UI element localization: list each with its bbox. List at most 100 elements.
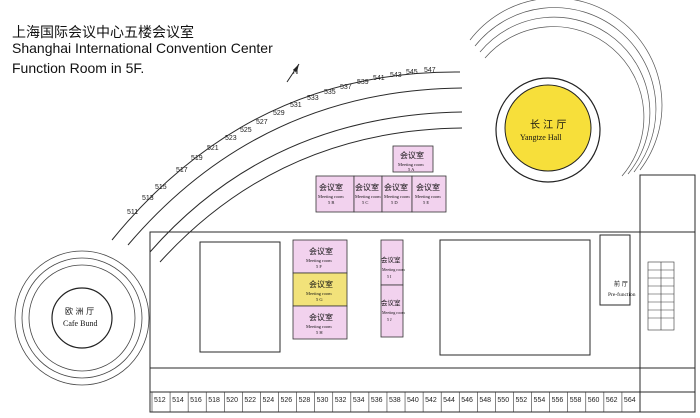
meeting-room-5g[interactable] — [292, 272, 348, 307]
room-527: 527 — [256, 119, 268, 126]
room-535: 535 — [324, 89, 336, 96]
cafe-bund-en: Cafe Bund — [63, 319, 97, 328]
title-chinese: 上海国际会议中心五楼会议室 — [12, 25, 194, 41]
room-556: 556 — [552, 397, 564, 404]
room-526: 526 — [281, 397, 293, 404]
meeting-room-5e-code: 5 E — [423, 200, 429, 205]
curve-room-labels: 511 513 515 517 519 521 523 525 527 529 … — [127, 67, 436, 216]
meeting-room-5f-zh: 会议室 — [309, 246, 333, 256]
room-528: 528 — [299, 397, 311, 404]
meeting-room-5b-en: Meeting room — [318, 194, 344, 199]
meeting-room-5g-en: Meeting room — [306, 291, 332, 296]
room-525: 525 — [240, 127, 252, 134]
cafe-bund-zh: 欧 洲 厅 — [65, 306, 94, 316]
meeting-room-5g-code: 5 G — [316, 297, 323, 302]
room-522: 522 — [244, 397, 256, 404]
room-532: 532 — [335, 397, 347, 404]
room-546: 546 — [461, 397, 473, 404]
meeting-room-5a-code: 5 A — [408, 167, 415, 172]
meeting-room-5b-zh: 会议室 — [319, 182, 343, 192]
meeting-room-5e[interactable] — [411, 175, 447, 213]
meeting-room-5f[interactable] — [292, 239, 348, 274]
meeting-room-5i-en: Meeting room — [382, 267, 406, 272]
room-511: 511 — [127, 209, 138, 216]
room-514: 514 — [172, 397, 184, 404]
meeting-room-5j-zh: 会议室 — [381, 298, 401, 307]
room-552: 552 — [515, 397, 527, 404]
room-543: 543 — [390, 72, 402, 79]
meeting-room-5i-zh: 会议室 — [381, 255, 401, 264]
room-542: 542 — [425, 397, 437, 404]
room-529: 529 — [273, 110, 285, 117]
curved-wing — [111, 71, 463, 263]
title-english: Shanghai International Convention Center — [12, 40, 273, 56]
meeting-room-5c-code: 5 C — [362, 200, 368, 205]
prefunction-zh: 前 厅 — [614, 280, 628, 288]
meeting-room-5j[interactable] — [380, 284, 404, 338]
room-533: 533 — [307, 95, 319, 102]
room-512: 512 — [154, 397, 166, 404]
room-539: 539 — [357, 79, 369, 86]
meeting-room-5a-en: Meeting room — [398, 162, 424, 167]
room-537: 537 — [340, 84, 352, 91]
meeting-room-5h-en: Meeting room — [306, 324, 332, 329]
room-536: 536 — [371, 397, 383, 404]
meeting-room-5j-en: Meeting room — [382, 310, 406, 315]
meeting-room-5a-zh: 会议室 — [400, 150, 424, 160]
subtitle-floor: Function Room in 5F. — [12, 60, 145, 76]
room-547: 547 — [424, 67, 436, 74]
meeting-room-5c[interactable] — [353, 175, 383, 213]
room-554: 554 — [534, 397, 546, 404]
meeting-room-5c-en: Meeting room — [355, 194, 381, 199]
room-515: 515 — [155, 184, 167, 191]
meeting-room-5b[interactable] — [315, 175, 355, 213]
prefunction-area: 前 厅 Pre-function — [608, 280, 636, 298]
room-548: 548 — [479, 397, 491, 404]
yangtze-hall-zh: 长 江 厅 — [530, 119, 566, 131]
meeting-room-5c-zh: 会议室 — [355, 182, 379, 192]
room-540: 540 — [407, 397, 419, 404]
escalator-icon — [647, 261, 675, 331]
room-517: 517 — [176, 167, 188, 174]
room-531: 531 — [290, 102, 302, 109]
meeting-rooms: 会议室 Meeting room 5 A 会议室 Meeting room 5 … — [292, 145, 447, 340]
room-562: 562 — [606, 397, 618, 404]
meeting-room-5a[interactable] — [392, 145, 434, 173]
yangtze-hall-area: 长 江 厅 Yangtze Hall — [469, 0, 663, 183]
meeting-room-5e-zh: 会议室 — [416, 182, 440, 192]
room-560: 560 — [588, 397, 600, 404]
meeting-room-5f-code: 5 F — [316, 264, 322, 269]
meeting-room-5g-zh: 会议室 — [309, 279, 333, 289]
room-538: 538 — [389, 397, 401, 404]
room-513: 513 — [142, 195, 154, 202]
meeting-room-5h[interactable] — [292, 305, 348, 340]
meeting-room-5d[interactable] — [381, 175, 413, 213]
meeting-room-5d-en: Meeting room — [384, 194, 410, 199]
meeting-room-5h-code: 5 H — [316, 330, 323, 335]
meeting-room-5f-en: Meeting room — [306, 258, 332, 263]
compass-label: N — [293, 69, 298, 76]
meeting-room-5h-zh: 会议室 — [309, 312, 333, 322]
room-534: 534 — [353, 397, 365, 404]
room-521: 521 — [207, 145, 219, 152]
room-524: 524 — [262, 397, 274, 404]
prefunction-en: Pre-function — [608, 291, 636, 298]
room-518: 518 — [208, 397, 220, 404]
meeting-room-5d-zh: 会议室 — [384, 182, 408, 192]
meeting-room-5i-code: 5 I — [387, 274, 392, 279]
room-544: 544 — [443, 397, 455, 404]
room-545: 545 — [406, 69, 418, 76]
meeting-room-5d-code: 5 D — [391, 200, 398, 205]
room-541: 541 — [373, 75, 385, 82]
room-558: 558 — [570, 397, 582, 404]
main-building — [149, 174, 696, 413]
room-530: 530 — [317, 397, 329, 404]
room-516: 516 — [190, 397, 202, 404]
room-564: 564 — [624, 397, 636, 404]
room-550: 550 — [497, 397, 509, 404]
room-519: 519 — [191, 155, 203, 162]
meeting-room-5e-en: Meeting room — [415, 194, 441, 199]
